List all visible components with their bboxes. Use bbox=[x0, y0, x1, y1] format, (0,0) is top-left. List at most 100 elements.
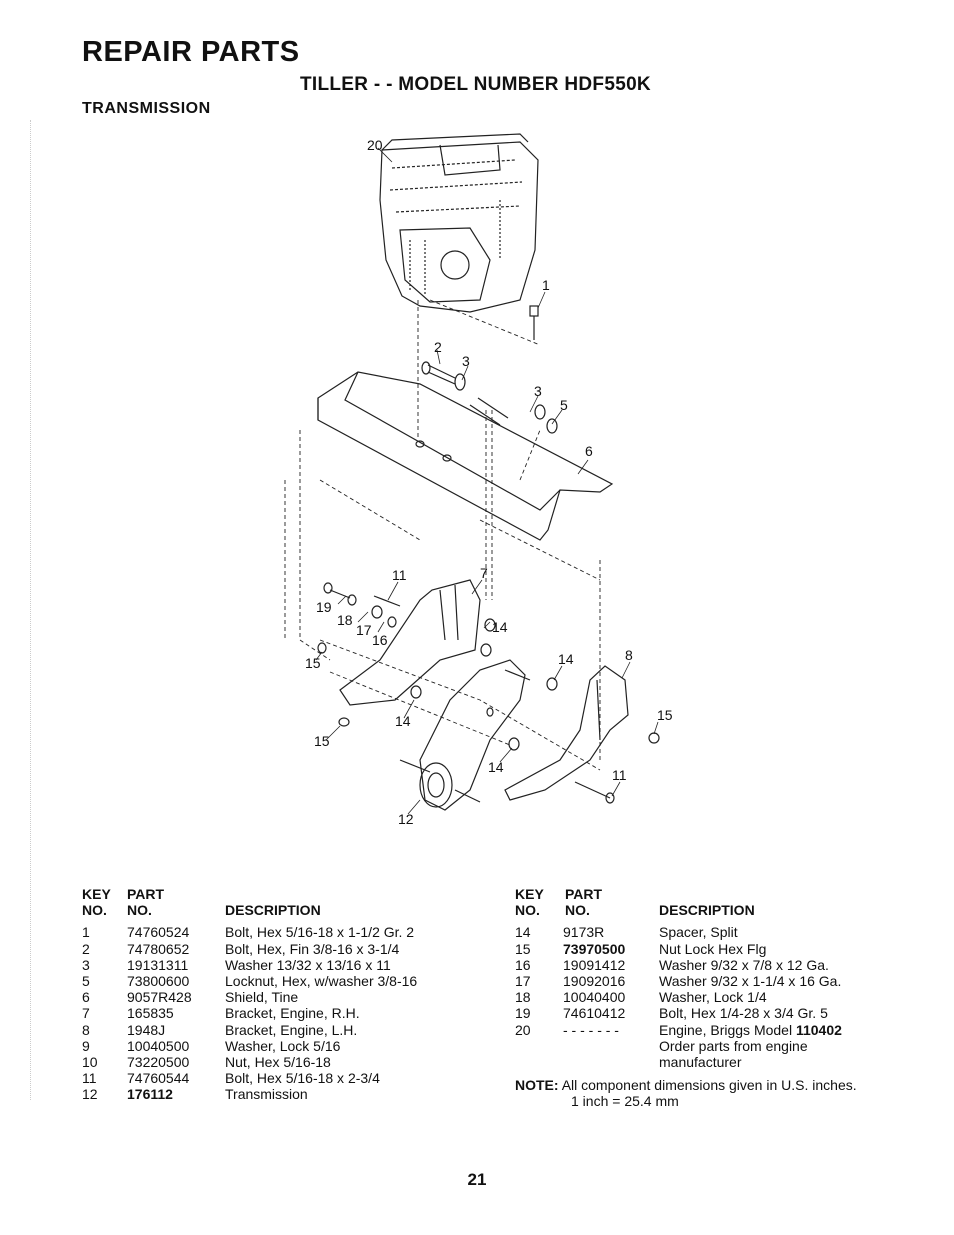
part-number: 176112 bbox=[127, 1086, 173, 1103]
header-part: PART bbox=[127, 886, 165, 902]
header-part: PART bbox=[565, 886, 603, 902]
callout-11b: 11 bbox=[612, 767, 627, 783]
part-description: Transmission bbox=[225, 1086, 308, 1102]
part-description: Bracket, Engine, L.H. bbox=[225, 1022, 357, 1038]
part-number: 9173R bbox=[563, 924, 605, 941]
table-header-row-2: NO. NO. DESCRIPTION bbox=[515, 902, 935, 918]
part-description: Washer, Lock 5/16 bbox=[225, 1038, 340, 1054]
part-description: Bolt, Hex, Fin 3/8-16 x 3-1/4 bbox=[225, 941, 399, 957]
part-description: Nut Lock Hex Flg bbox=[659, 941, 766, 957]
callout-labels: 20 1 2 3 3 5 6 11 7 19 18 17 16 14 15 14… bbox=[305, 137, 673, 827]
description-text: Bolt, Hex 1/4-28 x 3/4 Gr. 5 bbox=[659, 1005, 828, 1022]
key-number: 20 bbox=[515, 1021, 531, 1038]
description-text: Spacer, Split bbox=[659, 924, 738, 941]
description-text: Nut, Hex 5/16-18 bbox=[225, 1053, 331, 1070]
description-text: Transmission bbox=[225, 1086, 308, 1103]
note-label: NOTE: bbox=[515, 1077, 559, 1093]
part-number: 19092016 bbox=[563, 972, 626, 989]
part-number: 73800600 bbox=[127, 972, 190, 989]
key-number: 2 bbox=[82, 940, 90, 957]
note-line-2: 1 inch = 25.4 mm bbox=[571, 1093, 679, 1110]
header-no: NO. bbox=[515, 902, 540, 919]
page-number: 21 bbox=[467, 1170, 487, 1189]
header-description: DESCRIPTION bbox=[225, 902, 321, 919]
key-number: 8 bbox=[82, 1021, 90, 1038]
callout-1: 1 bbox=[542, 277, 550, 293]
table-header-row-1: KEY PART bbox=[515, 886, 935, 902]
key-number: 6 bbox=[82, 989, 90, 1006]
callout-14d: 14 bbox=[488, 759, 504, 775]
bracket-rh-illustration bbox=[317, 579, 558, 751]
key-number: 14 bbox=[515, 924, 531, 941]
callout-6: 6 bbox=[585, 443, 593, 459]
key-number: 19 bbox=[515, 1005, 531, 1022]
key-number: 9 bbox=[82, 1037, 90, 1054]
part-description: Locknut, Hex, w/washer 3/8-16 bbox=[225, 973, 417, 989]
callout-18: 18 bbox=[337, 612, 353, 628]
description-text: Shield, Tine bbox=[225, 989, 299, 1006]
key-number: 5 bbox=[82, 972, 90, 989]
callout-7: 7 bbox=[480, 565, 488, 581]
engine-model-number: 110402 bbox=[795, 1021, 842, 1038]
callout-leaders bbox=[315, 147, 659, 815]
callout-14a: 14 bbox=[492, 619, 508, 635]
table-row: 5 73800600 Locknut, Hex, w/washer 3/8-16 bbox=[82, 973, 482, 989]
part-number: 9057R428 bbox=[127, 989, 192, 1006]
callout-5: 5 bbox=[560, 397, 568, 413]
callout-11a: 11 bbox=[392, 567, 407, 583]
table-row-continued: Order parts from engine bbox=[515, 1038, 935, 1054]
model-subtitle: TILLER - - MODEL NUMBER HDF550K bbox=[300, 74, 651, 95]
leader-lines bbox=[284, 299, 601, 771]
table-header-row-2: NO. NO. DESCRIPTION bbox=[82, 902, 482, 918]
description-text: Bolt, Hex 5/16-18 x 2-3/4 bbox=[225, 1070, 380, 1087]
part-number: 73220500 bbox=[127, 1053, 190, 1070]
part-number: - - - - - - - bbox=[563, 1021, 619, 1038]
part-number: 74760544 bbox=[127, 1070, 190, 1087]
header-part-no: NO. bbox=[127, 902, 152, 919]
part-number: 74610412 bbox=[563, 1005, 626, 1022]
part-description: Bracket, Engine, R.H. bbox=[225, 1005, 360, 1021]
header-key: KEY bbox=[82, 886, 111, 902]
part-description: Shield, Tine bbox=[225, 989, 298, 1005]
page-title: REPAIR PARTS bbox=[82, 36, 300, 68]
part-description: Bolt, Hex 5/16-18 x 2-3/4 bbox=[225, 1070, 380, 1086]
table-row: 14 9173R Spacer, Split bbox=[515, 924, 935, 940]
table-row-continued: manufacturer bbox=[515, 1054, 935, 1070]
callout-20: 20 bbox=[367, 137, 383, 153]
table-row: 20- - - - - - -Engine, Briggs Model 1104… bbox=[515, 1022, 935, 1038]
header-description: DESCRIPTION bbox=[659, 902, 755, 919]
description-text: Bolt, Hex 5/16-18 x 1-1/2 Gr. 2 bbox=[225, 924, 415, 941]
bracket-lh-illustration bbox=[504, 665, 660, 804]
bolt-item-2 bbox=[421, 361, 466, 391]
callout-14b: 14 bbox=[558, 651, 574, 667]
key-number: 17 bbox=[515, 972, 531, 989]
part-number: 19091412 bbox=[563, 956, 626, 973]
description-text: Bolt, Hex, Fin 3/8-16 x 3-1/4 bbox=[225, 940, 400, 957]
transmission-illustration bbox=[399, 659, 531, 811]
description-text: Bracket, Engine, L.H. bbox=[225, 1021, 358, 1038]
key-number: 3 bbox=[82, 956, 90, 973]
description-text: Washer 9/32 x 1-1/4 x 16 Ga. bbox=[659, 972, 842, 989]
part-number: 10040400 bbox=[563, 989, 626, 1006]
key-number: 1 bbox=[82, 924, 90, 941]
callout-19: 19 bbox=[316, 599, 332, 615]
part-description: Bolt, Hex 5/16-18 x 1-1/2 Gr. 2 bbox=[225, 924, 414, 940]
part-description: Nut, Hex 5/16-18 bbox=[225, 1054, 331, 1070]
part-number: 10040500 bbox=[127, 1037, 190, 1054]
key-number: 7 bbox=[82, 1005, 90, 1022]
part-description: Washer 9/32 x 7/8 x 12 Ga. bbox=[659, 957, 829, 973]
callout-15a: 15 bbox=[305, 655, 321, 671]
table-row: 17 19092016 Washer 9/32 x 1-1/4 x 16 Ga. bbox=[515, 973, 935, 989]
description-text: Nut Lock Hex Flg bbox=[659, 940, 767, 957]
callout-14c: 14 bbox=[395, 713, 411, 729]
locknut-item-5 bbox=[534, 404, 558, 434]
callout-3b: 3 bbox=[534, 383, 542, 399]
